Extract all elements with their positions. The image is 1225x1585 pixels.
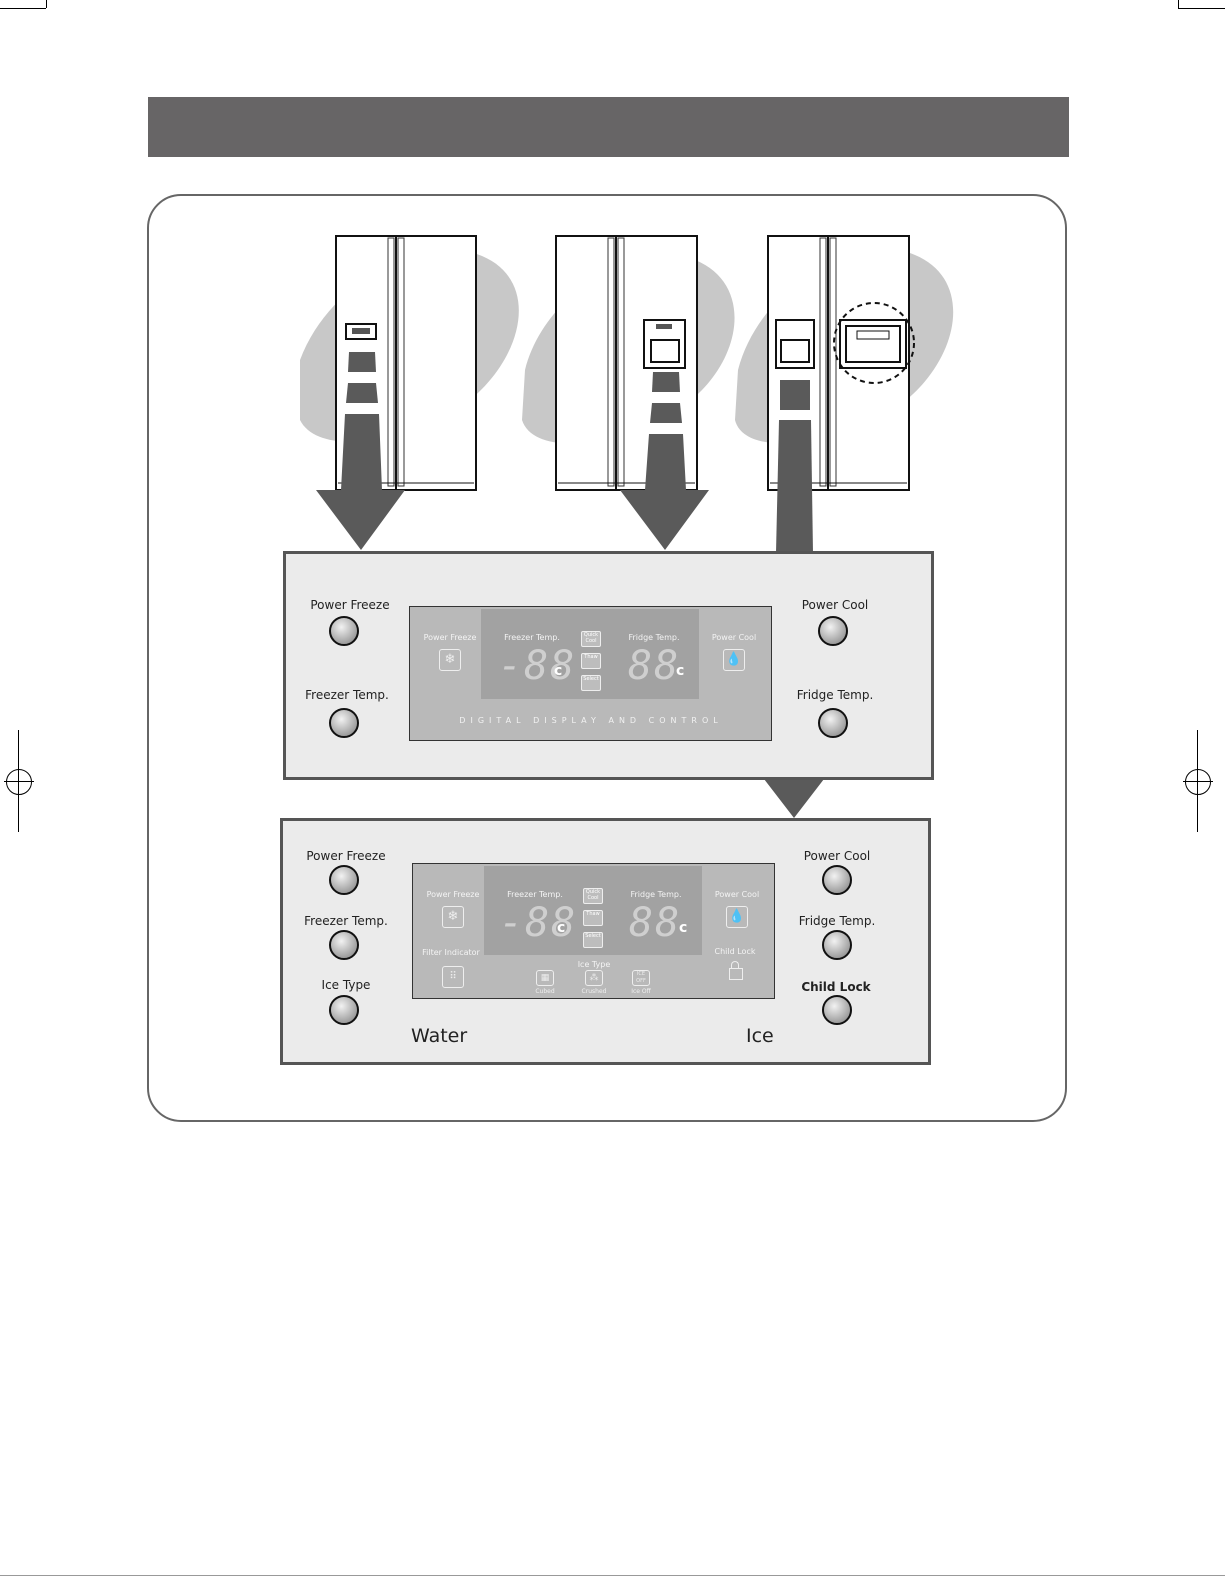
cubed-ice-icon: ▦	[536, 970, 554, 986]
power-freeze-button[interactable]	[329, 865, 359, 895]
display-freezer-temp: Freezer Temp.	[507, 890, 563, 899]
ice-off-icon: ICE OFF	[632, 970, 650, 986]
ice-type-button[interactable]	[329, 995, 359, 1025]
freezer-temp-button[interactable]	[329, 930, 359, 960]
display-freezer-temp: Freezer Temp.	[504, 633, 560, 642]
freezer-unit: c	[554, 663, 563, 679]
child-lock-label: Child Lock	[801, 980, 871, 994]
power-cool-button[interactable]	[822, 865, 852, 895]
quick-cool-icon: Quick Cool	[581, 631, 601, 647]
registration-circle	[6, 769, 32, 795]
digital-display: Power Freeze ❄ Freezer Temp. -88 c Quick…	[412, 863, 775, 999]
snowflake-icon: ❄	[439, 649, 461, 671]
select-icon: Select	[581, 675, 601, 691]
fridge-unit: c	[676, 663, 685, 679]
display-filter-indicator: Filter Indicator	[422, 948, 480, 957]
freezer-digits: -88	[499, 900, 578, 946]
power-freeze-label: Power Freeze	[306, 849, 386, 863]
fridge-2	[555, 235, 698, 491]
arrow-2	[620, 372, 709, 550]
display-power-cool: Power Cool	[714, 890, 760, 899]
arrow-4	[764, 779, 824, 818]
crop-mark	[0, 8, 46, 9]
thaw-icon: Thaw	[583, 910, 603, 926]
arrow-1	[316, 352, 405, 550]
thaw-icon: Thaw	[581, 653, 601, 669]
fridge-temp-label: Fridge Temp.	[796, 688, 874, 702]
power-freeze-button[interactable]	[329, 616, 359, 646]
power-cool-label: Power Cool	[803, 849, 871, 863]
crop-mark	[0, 1575, 1225, 1576]
freezer-temp-button[interactable]	[329, 708, 359, 738]
fridge-unit: c	[679, 920, 688, 936]
water-label: Water	[411, 1025, 468, 1047]
control-panel-standard	[283, 551, 934, 780]
crushed-ice-icon: ⁂	[585, 970, 603, 986]
zoom-circle	[833, 302, 915, 384]
fridge-digits: 88	[629, 900, 682, 946]
freezer-digits: -88	[498, 643, 577, 689]
ice-type-label: Ice Type	[321, 978, 371, 992]
arrow-3	[776, 380, 813, 553]
display-power-cool: Power Cool	[711, 633, 757, 642]
header-bar	[148, 97, 1069, 157]
fridge-digits: 88	[628, 643, 681, 689]
display-caption: DIGITAL DISPLAY AND CONTROL	[459, 716, 723, 725]
digital-display: Power Freeze ❄ Freezer Temp. -88 c Quick…	[409, 606, 772, 741]
power-freeze-label: Power Freeze	[310, 598, 390, 612]
select-icon: Select	[583, 932, 603, 948]
filter-icon: ⠿	[442, 966, 464, 988]
registration-circle	[1185, 769, 1211, 795]
display-fridge-temp: Fridge Temp.	[630, 890, 682, 899]
display-fridge-temp: Fridge Temp.	[628, 633, 680, 642]
crop-mark	[46, 0, 47, 8]
display-power-freeze: Power Freeze	[426, 890, 480, 899]
freezer-temp-label: Freezer Temp.	[305, 688, 389, 702]
ice-off-label: Ice Off	[631, 988, 651, 995]
fridge-temp-label: Fridge Temp.	[798, 914, 876, 928]
power-cool-button[interactable]	[818, 616, 848, 646]
quick-cool-icon: Quick Cool	[583, 888, 603, 904]
freezer-unit: c	[557, 920, 566, 936]
padlock-icon	[729, 968, 743, 980]
crushed-label: Crushed	[581, 988, 607, 995]
display-child-lock: Child Lock	[714, 947, 756, 956]
ice-label: Ice	[746, 1025, 774, 1047]
freezer-temp-label: Freezer Temp.	[304, 914, 388, 928]
display-power-freeze: Power Freeze	[423, 633, 477, 642]
power-cool-label: Power Cool	[801, 598, 869, 612]
fridge-temp-button[interactable]	[818, 708, 848, 738]
display-ice-type: Ice Type	[577, 960, 611, 969]
snowflake-icon: ❄	[442, 906, 464, 928]
fridge-temp-button[interactable]	[822, 930, 852, 960]
cubed-label: Cubed	[535, 988, 555, 995]
water-drop-icon: 💧	[726, 906, 748, 928]
water-drop-icon: 💧	[723, 649, 745, 671]
crop-mark	[1178, 0, 1179, 8]
padlock-shackle	[731, 961, 739, 969]
child-lock-button[interactable]	[822, 995, 852, 1025]
crop-mark	[1178, 8, 1225, 9]
